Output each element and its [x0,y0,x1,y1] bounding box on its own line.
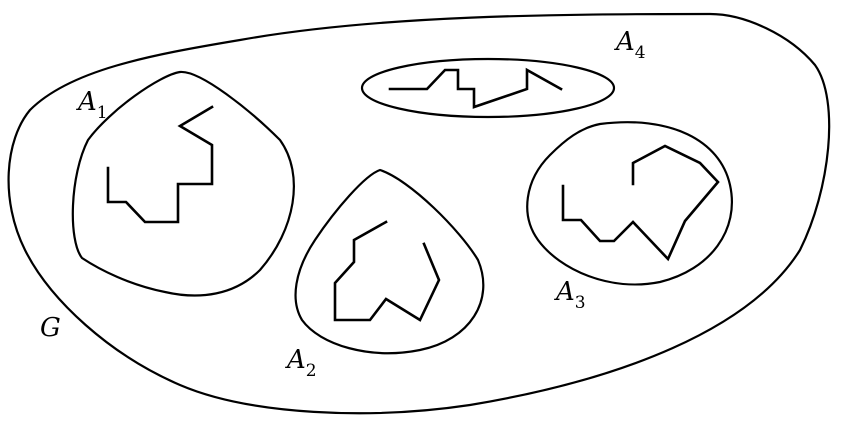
region-a4-outline [360,57,616,119]
path-a2 [333,220,441,322]
label-g: G [40,313,61,343]
label-a1: A1 [76,87,108,123]
label-a3: A3 [554,277,586,313]
path-a3 [561,144,720,262]
label-a2: A2 [285,345,317,381]
path-a1 [106,105,214,224]
path-a4 [388,67,563,109]
region-a1-outline [71,70,295,297]
region-a3-outline [526,121,733,286]
label-a4: A4 [614,27,646,63]
region-g-outline [7,12,831,415]
region-a2-outline [294,168,485,355]
